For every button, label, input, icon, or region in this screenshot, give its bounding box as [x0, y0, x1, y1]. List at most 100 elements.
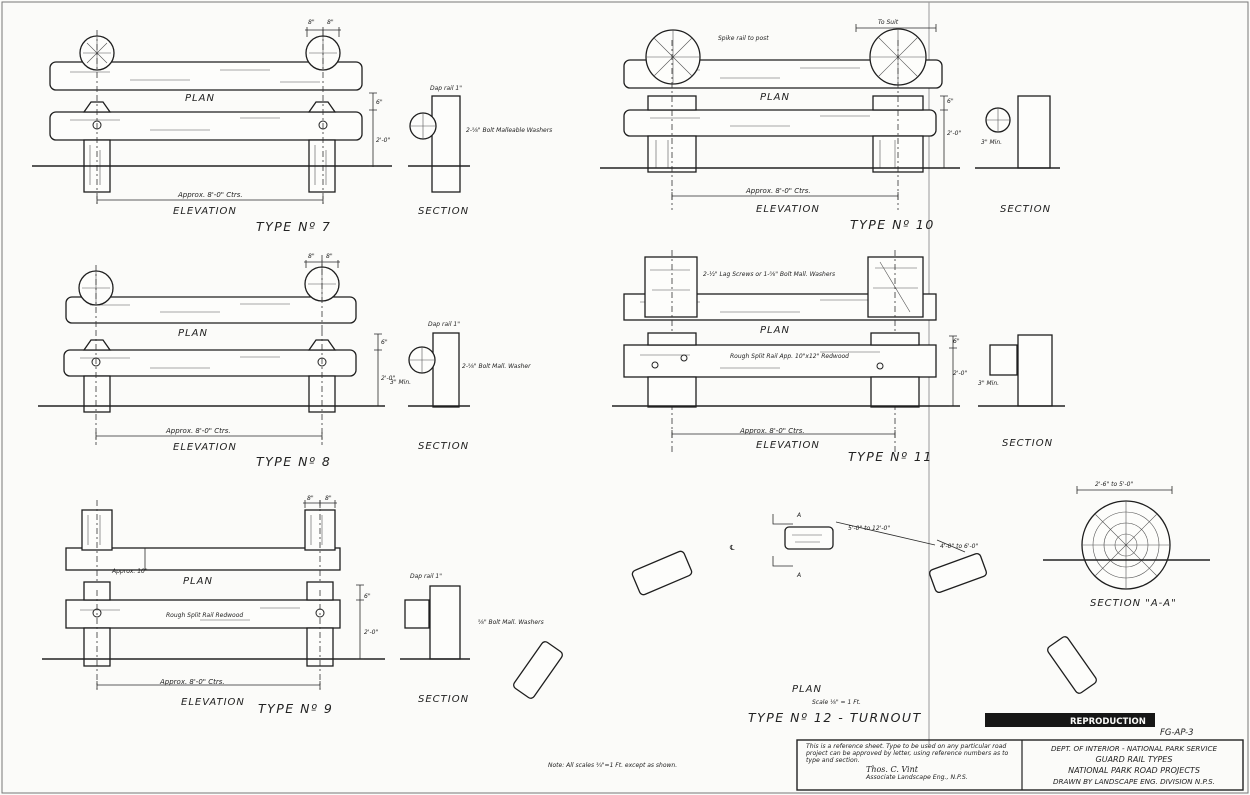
type9-dim-a: 8" [307, 495, 314, 502]
reference-text: This is a reference sheet. Type to be us… [806, 743, 1009, 764]
type12-a1: A [796, 512, 801, 519]
type10-section-label: SECTION [1000, 204, 1051, 215]
type10-elevation-rail [623, 109, 937, 137]
type12-centerline: ℄ [729, 544, 735, 552]
type7-title: TYPE Nº 7 [256, 219, 331, 234]
type12-section-aa: SECTION "A-A" [1090, 598, 1177, 609]
type10-spike: Spike rail to post [718, 35, 769, 42]
turnout-block-5 [1047, 636, 1097, 694]
title-block [796, 739, 1244, 791]
type10-elevation-label: ELEVATION [756, 204, 820, 215]
type7-section-label: SECTION [418, 206, 469, 217]
type10-spacing: Approx. 8'-0" Ctrs. [745, 187, 811, 195]
type8-min: 3" Min. [390, 379, 411, 386]
type8-bolt: 2-⅝" Bolt Mall. Washer [462, 363, 531, 370]
title-block-agency: DEPT. OF INTERIOR - NATIONAL PARK SERVIC… [1028, 743, 1240, 787]
type11-rail: Rough Split Rail App. 10"x12" Redwood [730, 353, 849, 360]
type8-dim-a: 8" [308, 253, 315, 260]
type8-h1: 6" [381, 339, 388, 346]
type8-section-label: SECTION [418, 441, 469, 452]
type11-plan-label: PLAN [760, 325, 790, 336]
type11-h1: 6" [953, 338, 960, 345]
type11-elevation-label: ELEVATION [756, 440, 820, 451]
type8-dim-b: 8" [326, 253, 333, 260]
type12-drawing [513, 486, 1210, 699]
type8-dap: Dap rail 1" [428, 321, 460, 328]
scale-note: Note: All scales ¾"=1 Ft. except as show… [548, 762, 677, 769]
sheet-id: FG-AP-3 [1160, 728, 1194, 738]
type12-title: TYPE Nº 12 - TURNOUT [748, 710, 922, 725]
type11-title: TYPE Nº 11 [848, 449, 933, 464]
type7-drawing [32, 27, 470, 205]
type7-h1: 6" [376, 99, 383, 106]
title-line-3: NATIONAL PARK ROAD PROJECTS [1068, 766, 1200, 775]
type10-plan-label: PLAN [760, 92, 790, 103]
type12-plan-label: PLAN [792, 684, 822, 695]
type7-h2: 2'-0" [376, 137, 390, 144]
turnout-block-3 [929, 552, 987, 594]
type9-bolt: ⅝" Bolt Mall. Washers [478, 619, 544, 626]
type9-title: TYPE Nº 9 [258, 701, 333, 716]
type8-plan-label: PLAN [178, 328, 208, 339]
title-block-reference: This is a reference sheet. Type to be us… [806, 743, 1016, 781]
type11-elevation-rail [623, 344, 937, 378]
type9-section-label: SECTION [418, 694, 469, 705]
type9-dap: Dap rail 1" [410, 573, 442, 580]
type7-elevation-label: ELEVATION [173, 206, 237, 217]
type11-spacing: Approx. 8'-0" Ctrs. [739, 427, 805, 435]
type8-spacing: Approx. 8'-0" Ctrs. [165, 427, 231, 435]
type9-elevation-label: ELEVATION [181, 697, 245, 708]
title-line-2: GUARD RAIL TYPES [1095, 755, 1173, 764]
type9-h2: 2'-0" [364, 629, 378, 636]
type9-spacing: Approx. 8'-0" Ctrs. [159, 678, 225, 686]
type9-elevation-rail [65, 599, 341, 629]
type8-h2: 2'-0" [381, 375, 395, 382]
type12-spacing: 5'-0" to 12'-0" [848, 525, 890, 532]
signature: Thos. C. Vint [866, 765, 918, 774]
type7-plan-rail [49, 61, 363, 91]
type9-plan-label: PLAN [183, 576, 213, 587]
type7-dim-b: 8" [327, 19, 334, 26]
type9-h1: 6" [364, 593, 371, 600]
title-line-1: DEPT. OF INTERIOR - NATIONAL PARK SERVIC… [1050, 744, 1218, 753]
type8-elevation-label: ELEVATION [173, 442, 237, 453]
type7-dap: Dap rail 1" [430, 85, 462, 92]
type7-plan-label: PLAN [185, 93, 215, 104]
type9-plan-rail [65, 547, 341, 571]
turnout-block-2 [631, 550, 693, 596]
type11-drawing [612, 250, 1065, 455]
type11-h2: 2'-0" [953, 370, 967, 377]
type12-diameter: 2'-6" to 5'-0" [1095, 481, 1133, 488]
type7-section-post [431, 95, 461, 193]
type9-rail: Rough Split Rail Redwood [166, 612, 243, 619]
type9-drawing [42, 500, 470, 690]
type9-dim-b: 8" [325, 495, 332, 502]
type7-spacing: Approx. 8'-0" Ctrs. [177, 191, 243, 199]
type10-h1: 6" [947, 98, 954, 105]
type11-section-label: SECTION [1002, 438, 1053, 449]
stamp-text: REPRODUCTION [1070, 717, 1146, 727]
turnout-block-1 [784, 526, 834, 550]
type11-min: 3" Min. [978, 380, 999, 387]
type10-drawing [600, 24, 1060, 210]
type10-section-post [1017, 95, 1051, 169]
type10-title: TYPE Nº 10 [850, 217, 935, 232]
type8-elevation-rail [63, 349, 357, 377]
type7-dim-a: 8" [308, 19, 315, 26]
type12-scale: Scale ⅛" = 1 Ft. [812, 699, 861, 706]
type9-approx: Approx. 10" [111, 568, 148, 575]
type8-drawing [38, 255, 470, 445]
type12-size: 4'-0" to 6'-0" [940, 543, 978, 550]
type7-bolt: 2-⅝" Bolt Malleable Washers [466, 127, 552, 134]
type10-min: 3" Min. [981, 139, 1002, 146]
type8-section-post [432, 332, 460, 408]
signer: Associate Landscape Eng., N.P.S. [866, 774, 968, 781]
type8-plan-rail [65, 296, 357, 324]
turnout-block-4 [513, 641, 563, 699]
type7-elevation-rail [49, 111, 363, 141]
type10-h2: 2'-0" [947, 130, 961, 137]
